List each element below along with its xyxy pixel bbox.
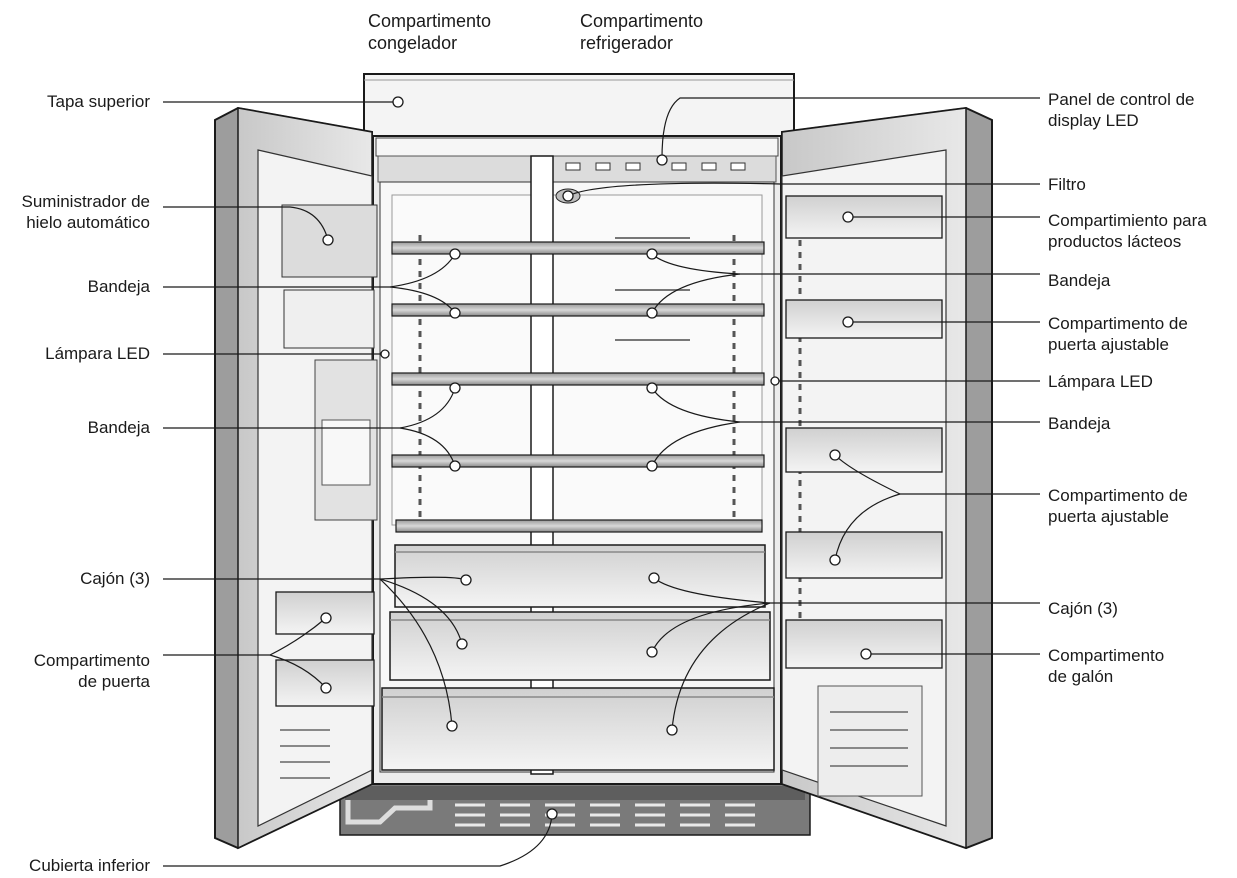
label-filter: Filtro	[1048, 175, 1086, 194]
label-right-shelf-2: Bandeja	[1048, 414, 1111, 433]
top-cover	[363, 73, 795, 137]
label-right-drawer: Cajón (3)	[1048, 599, 1118, 618]
label-left-drawer: Cajón (3)	[80, 569, 150, 588]
left-door	[214, 106, 378, 850]
label-top-cover: Tapa superior	[46, 92, 150, 111]
label-left-shelf-1: Bandeja	[87, 277, 150, 296]
label-bottom-cover: Cubierta inferior	[29, 856, 150, 875]
bottom-cover-grille	[339, 782, 811, 836]
shelves	[391, 237, 765, 533]
label-right-led-lamp: Lámpara LED	[1048, 372, 1153, 391]
leader-lines	[163, 101, 553, 867]
label-left-shelf-2: Bandeja	[87, 418, 150, 437]
drawers	[381, 544, 775, 771]
callout-markers	[320, 96, 872, 820]
leader-lines-right	[567, 97, 1040, 731]
right-door	[781, 106, 993, 850]
label-right-shelf-1: Bandeja	[1048, 271, 1111, 290]
label-left-led-lamp: Lámpara LED	[45, 344, 150, 363]
